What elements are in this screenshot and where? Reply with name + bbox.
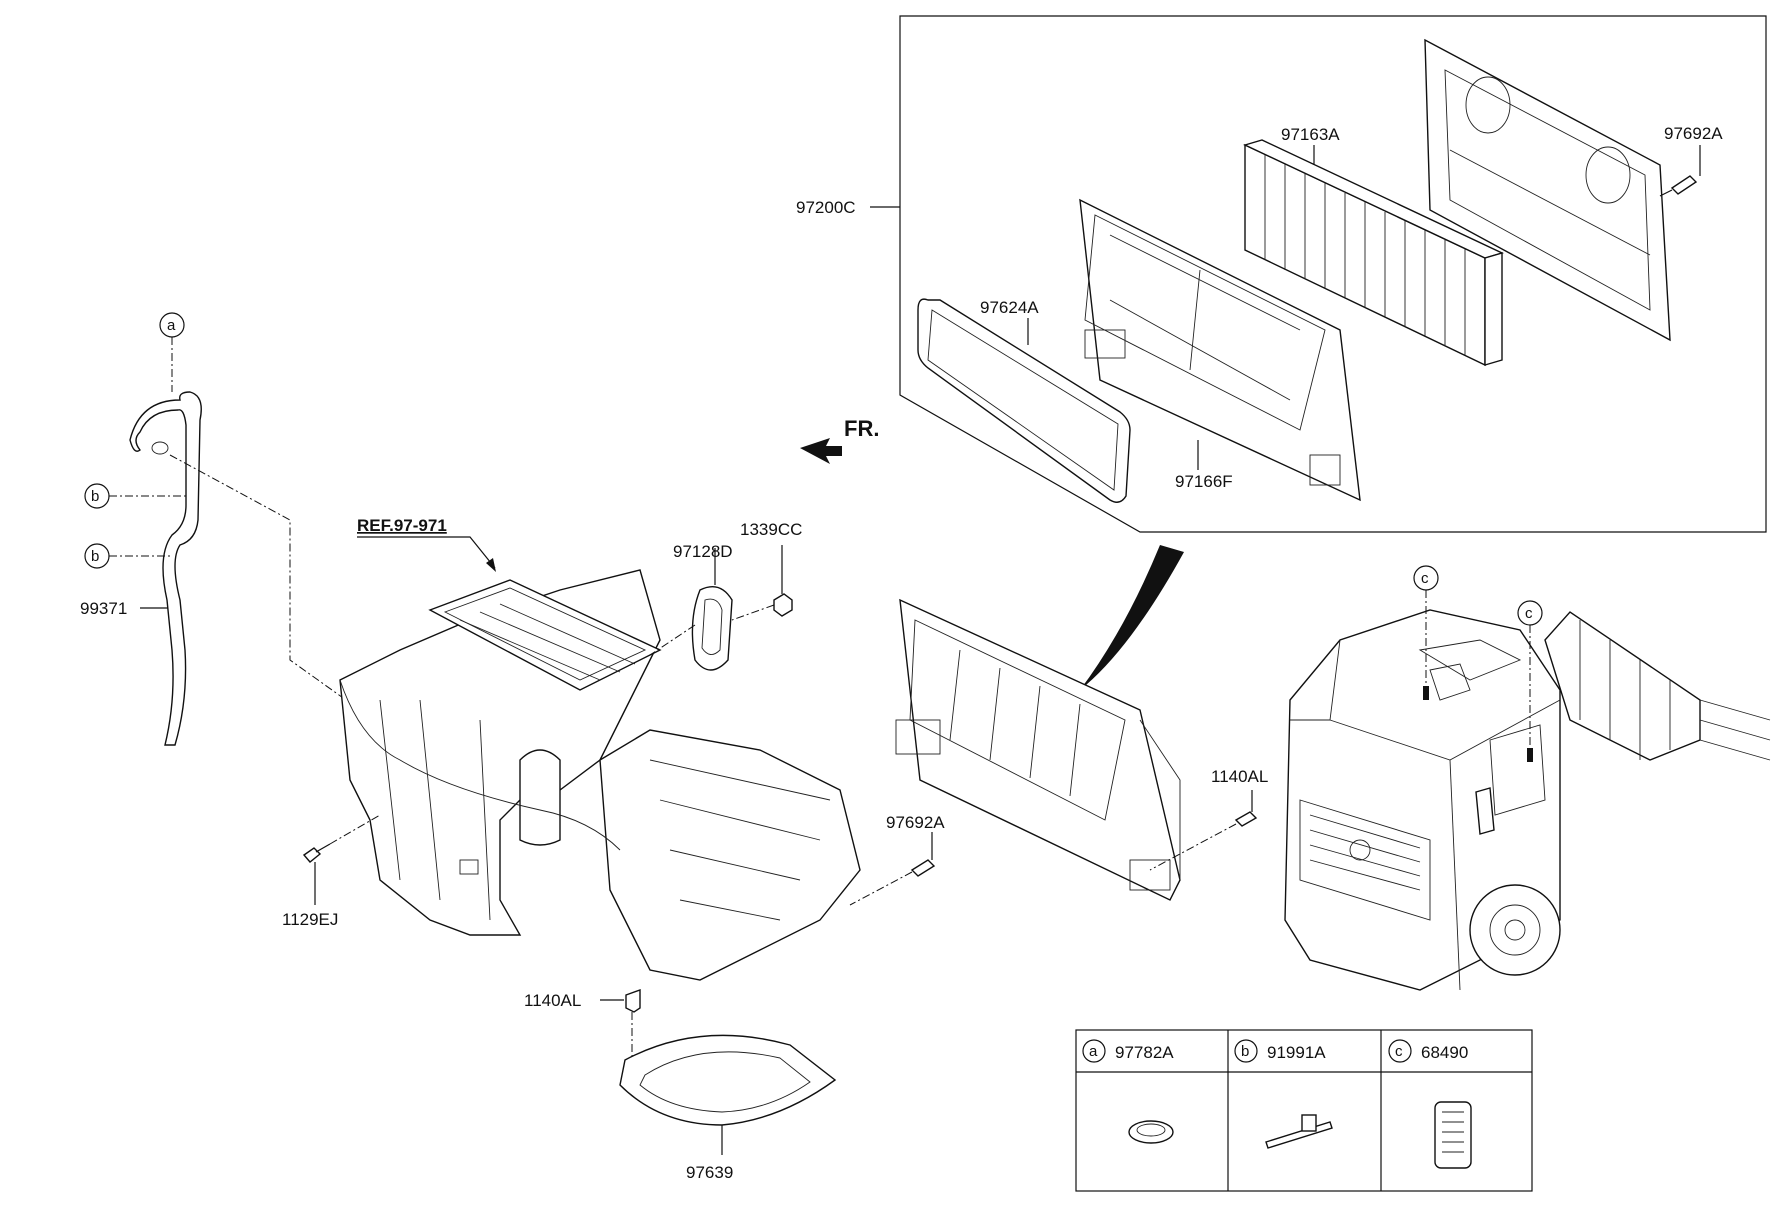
label-1339CC: 1339CC (740, 520, 802, 539)
label-97163A: 97163A (1281, 125, 1340, 144)
svg-text:c: c (1395, 1043, 1403, 1060)
screw-97692A-mid (849, 832, 936, 906)
label-97166F: 97166F (1175, 472, 1233, 491)
svg-text:97782A: 97782A (1115, 1043, 1174, 1062)
ref-callout: REF.97-971 (357, 516, 496, 572)
label-97624A: 97624A (980, 298, 1039, 317)
label-97200C: 97200C (796, 198, 856, 217)
drain-hose-99371 (129, 391, 202, 746)
filter-housing-middle (895, 598, 1181, 901)
label-1140AL-right: 1140AL (1211, 767, 1268, 786)
label-1140AL-bottom: 1140AL (524, 991, 581, 1010)
inset-frame (899, 15, 1767, 533)
vent-clip-icon (1434, 1101, 1472, 1169)
front-marker-label: FR. (844, 416, 879, 441)
label-97639: 97639 (686, 1163, 733, 1182)
bolt-1129EJ (302, 814, 381, 905)
ref-label: REF.97-971 (357, 516, 447, 535)
svg-text:b: b (91, 488, 99, 505)
bolt-1140AL-right (1149, 790, 1258, 871)
inset-pointer (1080, 545, 1184, 690)
legend-cell-b: b 91991A (1234, 1039, 1333, 1149)
svg-text:91991A: 91991A (1267, 1043, 1326, 1062)
label-99371: 99371 (80, 599, 127, 618)
callout-labels: 97200C 97163A 97692A 97624A 97166F 1339C… (80, 124, 1723, 1182)
label-97692A-top: 97692A (1664, 124, 1723, 143)
svg-text:b: b (91, 548, 99, 565)
filter-element-97163A (1243, 139, 1504, 367)
truck-illustration (1284, 609, 1771, 991)
svg-text:a: a (1089, 1043, 1098, 1060)
gasket-97624A (917, 298, 1131, 503)
svg-text:c: c (1421, 570, 1429, 587)
front-direction-arrow: FR. (800, 416, 879, 464)
label-1129EJ: 1129EJ (282, 910, 338, 929)
hose-markers: a b b (84, 312, 361, 711)
hvac-unit (339, 569, 861, 981)
legend-cell-c: c 68490 (1388, 1039, 1472, 1169)
seal-97128D (649, 548, 733, 671)
nut-1339CC (731, 545, 793, 621)
filter-assembly-inset (899, 15, 1767, 533)
screw-97692A-top (1659, 175, 1698, 197)
filter-housing-97166F (1079, 198, 1361, 502)
svg-text:68490: 68490 (1421, 1043, 1468, 1062)
inset-leaders (870, 145, 1701, 470)
svg-text:c: c (1525, 605, 1533, 622)
gasket-97639 (619, 1034, 837, 1155)
legend-table: a 97782A b 91991A c 68490 (1075, 1029, 1533, 1192)
legend-cell-a: a 97782A (1082, 1039, 1174, 1144)
cable-tie-icon (1265, 1121, 1333, 1149)
truck-markers: c c (1413, 565, 1543, 748)
filter-cover (1424, 38, 1671, 342)
svg-text:b: b (1241, 1043, 1249, 1060)
label-97692A-mid: 97692A (886, 813, 945, 832)
svg-text:a: a (167, 317, 176, 334)
label-97128D: 97128D (673, 542, 733, 561)
